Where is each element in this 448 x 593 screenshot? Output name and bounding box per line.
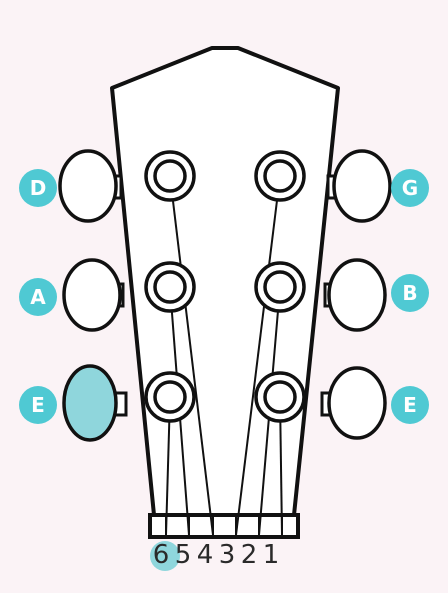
tuning-peg-icon[interactable] <box>320 366 387 440</box>
tuning-post-icon <box>144 261 196 313</box>
string-number-2[interactable]: 2 <box>240 540 258 570</box>
note-button-a[interactable]: A <box>19 278 57 316</box>
tuning-post-icon <box>254 261 306 313</box>
tuning-peg-icon[interactable] <box>326 149 392 223</box>
nut <box>148 513 300 539</box>
tuning-peg-icon[interactable] <box>62 258 125 332</box>
tuning-peg-icon[interactable] <box>323 258 387 332</box>
string-number-5[interactable]: 5 <box>174 540 192 570</box>
note-button-high-e[interactable]: E <box>391 386 429 424</box>
note-button-d[interactable]: D <box>19 169 57 207</box>
note-button-low-e[interactable]: E <box>19 386 57 424</box>
tuning-peg-icon-selected[interactable] <box>62 364 128 442</box>
tuning-peg-icon[interactable] <box>58 149 123 223</box>
tuning-posts <box>144 150 306 423</box>
string-number-6[interactable]: 6 <box>150 539 180 571</box>
note-button-b[interactable]: B <box>391 274 429 312</box>
nut-slots <box>165 517 283 535</box>
note-button-g[interactable]: G <box>391 169 429 207</box>
string-3 <box>235 175 281 536</box>
tuning-post-icon <box>254 371 306 423</box>
string-number-3[interactable]: 3 <box>218 540 236 570</box>
string-number-row: 6 5 4 3 2 1 <box>150 538 298 572</box>
tuning-post-icon <box>254 150 306 202</box>
string-number-4[interactable]: 4 <box>196 540 214 570</box>
string-4 <box>169 175 214 536</box>
string-number-1[interactable]: 1 <box>262 540 280 570</box>
tuning-post-icon <box>144 150 196 202</box>
tuning-post-icon <box>144 371 196 423</box>
